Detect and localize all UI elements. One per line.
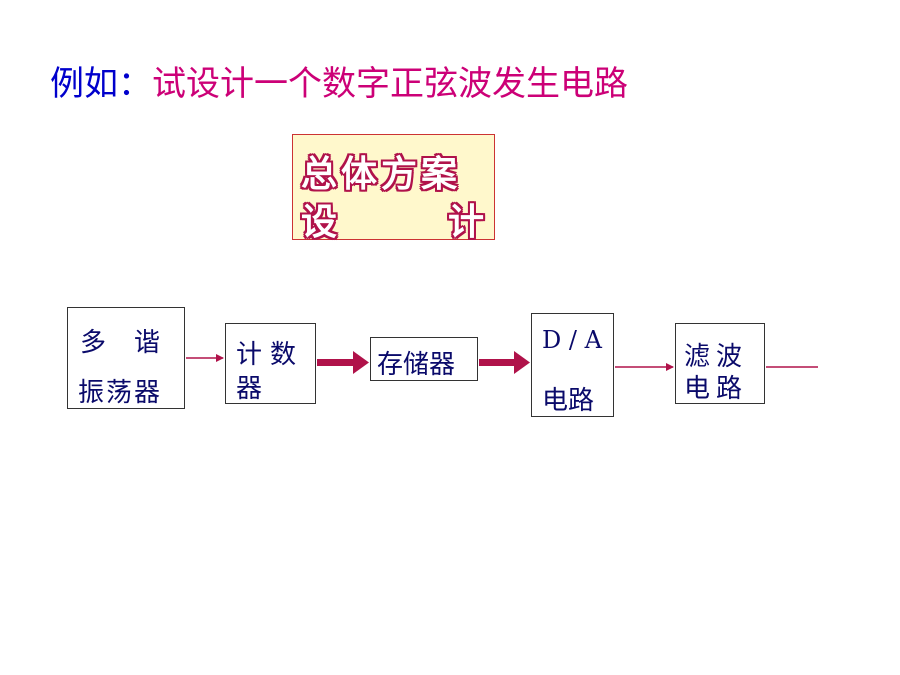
multivibrator-label-2: 振荡器 [78, 378, 163, 408]
plan-box-line1: 总体方案 [301, 154, 462, 195]
plan-box-line2-left: 设 [301, 202, 338, 243]
memory-label: 存储器 [377, 350, 456, 380]
title-main: 试设计一个数字正弦波发生电路 [152, 64, 628, 104]
plan-box-line2-right: 计 [447, 202, 484, 243]
counter-block: 计数 器 [225, 323, 316, 404]
da-label-2: 电路 [542, 386, 595, 416]
slide-title: 例如：试设计一个数字正弦波发生电路 [50, 62, 628, 106]
overall-design-box: 总体方案 设 计 [292, 134, 495, 243]
da-circuit-block: D / A 电路 [531, 313, 614, 417]
filter-circuit-block: 滤波 电路 [675, 323, 765, 404]
title-prefix: 例如： [50, 64, 152, 104]
counter-label-2: 器 [236, 374, 263, 404]
filter-label-2: 电路 [684, 374, 749, 404]
multivibrator-label-1: 多谐 [80, 328, 189, 358]
filter-label-1: 滤波 [684, 342, 749, 372]
arrow-counter-to-memory [317, 351, 369, 374]
multivibrator-block: 多谐 振荡器 [67, 307, 185, 409]
memory-block: 存储器 [370, 337, 478, 381]
da-label-1: D / A [542, 326, 602, 354]
counter-label-1: 计数 [236, 340, 305, 370]
arrow-memory-to-da [479, 351, 530, 374]
